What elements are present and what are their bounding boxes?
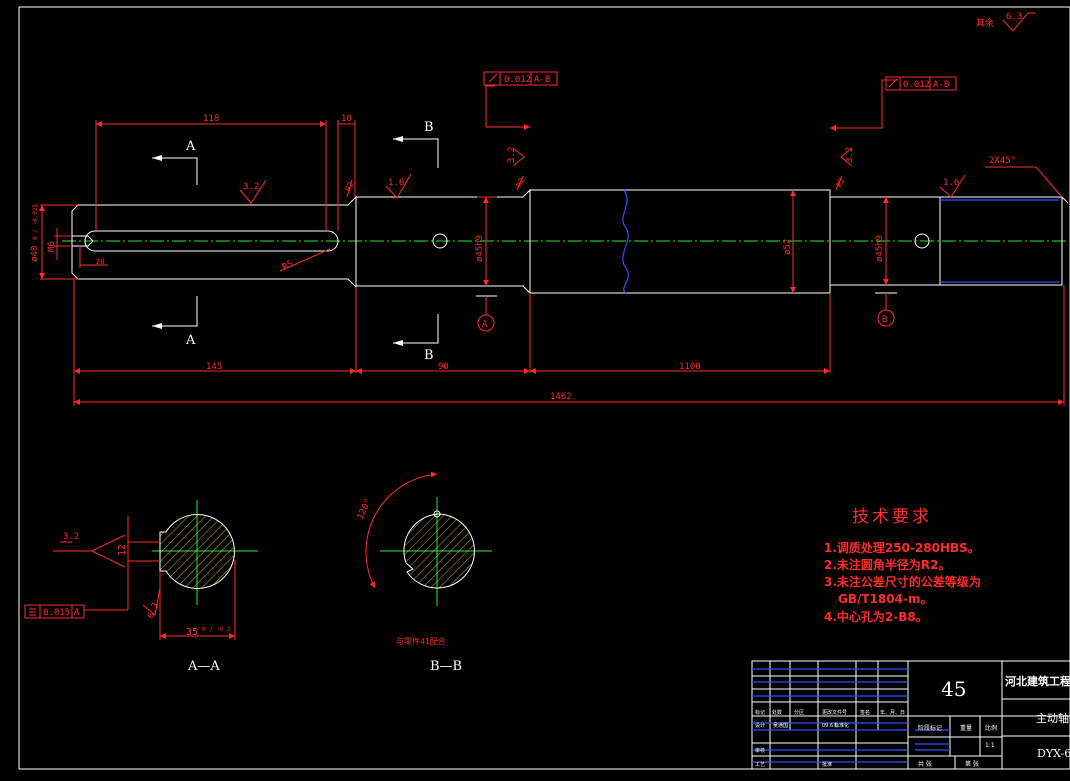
svg-text:主动轴: 主动轴 <box>1036 711 1069 725</box>
svg-text:审核: 审核 <box>755 747 765 754</box>
svg-text:分区: 分区 <box>794 709 804 716</box>
svg-text:共 张: 共 张 <box>918 760 932 768</box>
svg-text:批准: 批准 <box>822 761 832 768</box>
main-dimensions: 118 10 ø40 0 / -0.025 M6 28 R5 3.2 R2 1.… <box>30 71 1065 406</box>
svg-text:1:1: 1:1 <box>985 742 995 749</box>
svg-text:工艺: 工艺 <box>755 762 765 768</box>
svg-text:A-B: A-B <box>933 80 949 90</box>
svg-text:6.3: 6.3 <box>146 601 161 620</box>
svg-text:12: 12 <box>117 544 128 556</box>
svg-text:M6: M6 <box>47 241 57 252</box>
svg-text:GB/T1804-m。: GB/T1804-m。 <box>838 592 932 606</box>
svg-text:09.6.5: 09.6.5 <box>822 723 838 729</box>
svg-text:0.012: 0.012 <box>504 75 531 85</box>
svg-text:120°: 120° <box>356 497 374 521</box>
svg-text:R2: R2 <box>515 176 527 189</box>
svg-text:A—A: A—A <box>187 659 220 674</box>
svg-text:技术要求: 技术要求 <box>852 507 932 527</box>
svg-text:处数: 处数 <box>772 709 782 716</box>
svg-text:10: 10 <box>341 114 352 124</box>
svg-text:2X45°: 2X45° <box>989 156 1016 166</box>
svg-text:3.2: 3.2 <box>243 182 259 192</box>
svg-text:重量: 重量 <box>960 724 972 732</box>
general-roughness: 其余 6.3 <box>976 12 1036 32</box>
svg-text:B: B <box>424 348 434 363</box>
svg-text:R2: R2 <box>835 176 847 189</box>
svg-text:0 / -0.025: 0 / -0.025 <box>32 203 39 240</box>
svg-text:A: A <box>482 320 488 330</box>
svg-text:ø40: ø40 <box>30 246 40 262</box>
svg-text:更改文件号: 更改文件号 <box>822 709 847 716</box>
shaft-outline <box>71 195 357 289</box>
svg-text:与零件41配合: 与零件41配合 <box>396 636 446 646</box>
section-a-a: 3.2 12 0.015 A 6.3 35 0 / -0.2 A—A <box>24 500 258 674</box>
svg-text:0.012: 0.012 <box>903 80 930 90</box>
svg-text:R2: R2 <box>344 180 356 193</box>
svg-text:3.2: 3.2 <box>63 532 79 542</box>
svg-text:ø45h9: ø45h9 <box>875 235 885 262</box>
svg-text:河北建筑工程: 河北建筑工程 <box>1005 674 1070 688</box>
drawing-frame <box>18 6 1070 770</box>
svg-text:1.6: 1.6 <box>388 178 404 188</box>
svg-text:28: 28 <box>96 258 104 266</box>
svg-text:6.3: 6.3 <box>1006 12 1022 22</box>
svg-text:第 张: 第 张 <box>965 760 979 768</box>
svg-text:4.中心孔为2-B8。: 4.中心孔为2-B8。 <box>824 609 928 624</box>
svg-text:ø45h9: ø45h9 <box>475 235 485 262</box>
svg-text:吴通国: 吴通国 <box>773 722 788 729</box>
svg-text:1462: 1462 <box>550 392 572 402</box>
svg-text:ø52: ø52 <box>783 239 793 255</box>
svg-text:1.6: 1.6 <box>943 178 959 188</box>
section-markers: A A B B <box>152 120 439 363</box>
svg-text:设计: 设计 <box>755 722 765 729</box>
svg-text:标准化: 标准化 <box>834 722 849 729</box>
svg-text:B: B <box>424 120 434 135</box>
svg-text:标记: 标记 <box>755 709 765 716</box>
svg-text:0 / -0.2: 0 / -0.2 <box>202 626 231 633</box>
svg-text:签名: 签名 <box>860 709 870 716</box>
section-b-b: 120° 与零件41配合 B—B <box>356 471 492 674</box>
technical-requirements: 技术要求 1.调质处理250-280HBS。 2.未注圆角半径为R2。 3.未注… <box>824 507 981 624</box>
svg-text:118: 118 <box>203 114 219 124</box>
title-block: 45 河北建筑工程 主动轴 DYX-6 1:1 标记 处数 分区 更改文件号 签… <box>751 660 1070 770</box>
svg-text:45: 45 <box>941 677 966 701</box>
shaft-main-view <box>62 188 1069 295</box>
svg-text:3.2: 3.2 <box>507 147 517 163</box>
svg-text:年、月、日: 年、月、日 <box>880 709 905 716</box>
svg-text:A: A <box>74 608 80 618</box>
svg-text:A: A <box>185 333 196 348</box>
svg-text:2.未注圆角半径为R2。: 2.未注圆角半径为R2。 <box>824 557 951 572</box>
svg-text:90: 90 <box>438 362 449 372</box>
svg-text:35: 35 <box>186 627 198 638</box>
svg-text:3.2: 3.2 <box>845 147 855 163</box>
svg-text:B—B: B—B <box>430 659 462 674</box>
svg-text:A: A <box>185 139 196 154</box>
svg-text:其余: 其余 <box>976 17 994 29</box>
svg-text:0.015: 0.015 <box>43 608 70 618</box>
svg-text:1.调质处理250-280HBS。: 1.调质处理250-280HBS。 <box>824 540 980 555</box>
svg-text:A-B: A-B <box>534 75 550 85</box>
svg-text:3.未注公差尺寸的公差等级为: 3.未注公差尺寸的公差等级为 <box>824 574 981 589</box>
svg-text:阶段标记: 阶段标记 <box>918 724 942 732</box>
svg-text:R5: R5 <box>281 259 295 273</box>
svg-text:DYX-6: DYX-6 <box>1037 747 1070 760</box>
svg-text:145: 145 <box>206 362 222 372</box>
svg-text:1100: 1100 <box>679 362 701 372</box>
svg-text:B: B <box>882 315 887 325</box>
svg-text:比例: 比例 <box>985 724 997 732</box>
